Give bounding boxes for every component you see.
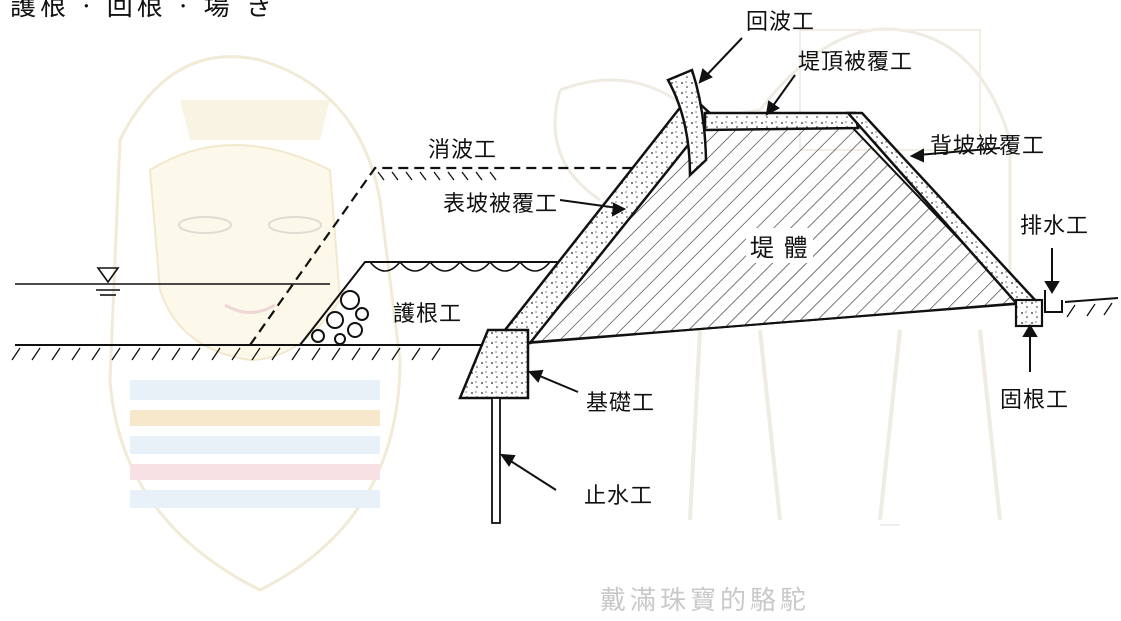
wave-dissipating-blocks [249, 166, 660, 346]
watermark-caption: 戴滿珠寶的駱駝 [600, 586, 811, 616]
water-level-symbol [15, 267, 330, 296]
label-crown-cover: 堤頂被覆工 [798, 50, 914, 75]
label-wave-dissipating: 消波工 [428, 138, 498, 163]
label-back-slope-cover: 背坡被覆工 [930, 134, 1046, 159]
label-wave-return: 回波工 [746, 10, 816, 35]
cutoff-pile [491, 397, 501, 524]
label-front-slope-cover: 表坡被覆工 [443, 192, 559, 217]
leader-arrows [499, 37, 1060, 491]
label-levee-body: 堤 體 [746, 228, 813, 263]
label-toe-fixing: 固根工 [1000, 388, 1070, 413]
label-cutoff: 止水工 [584, 484, 654, 509]
label-foundation: 基礎工 [586, 391, 656, 416]
toe-fixing-block [1014, 298, 1044, 328]
wave-return-wall [666, 68, 708, 178]
label-drainage: 排水工 [1020, 214, 1090, 239]
label-toe-protection: 護根工 [393, 302, 463, 327]
background-illustration [108, 27, 1012, 592]
drainage-channel [1044, 290, 1063, 313]
crown-cover [703, 111, 860, 132]
foundation-block [458, 328, 530, 400]
header-fragment: 護根 · 回根 · 場 き [10, 0, 276, 22]
